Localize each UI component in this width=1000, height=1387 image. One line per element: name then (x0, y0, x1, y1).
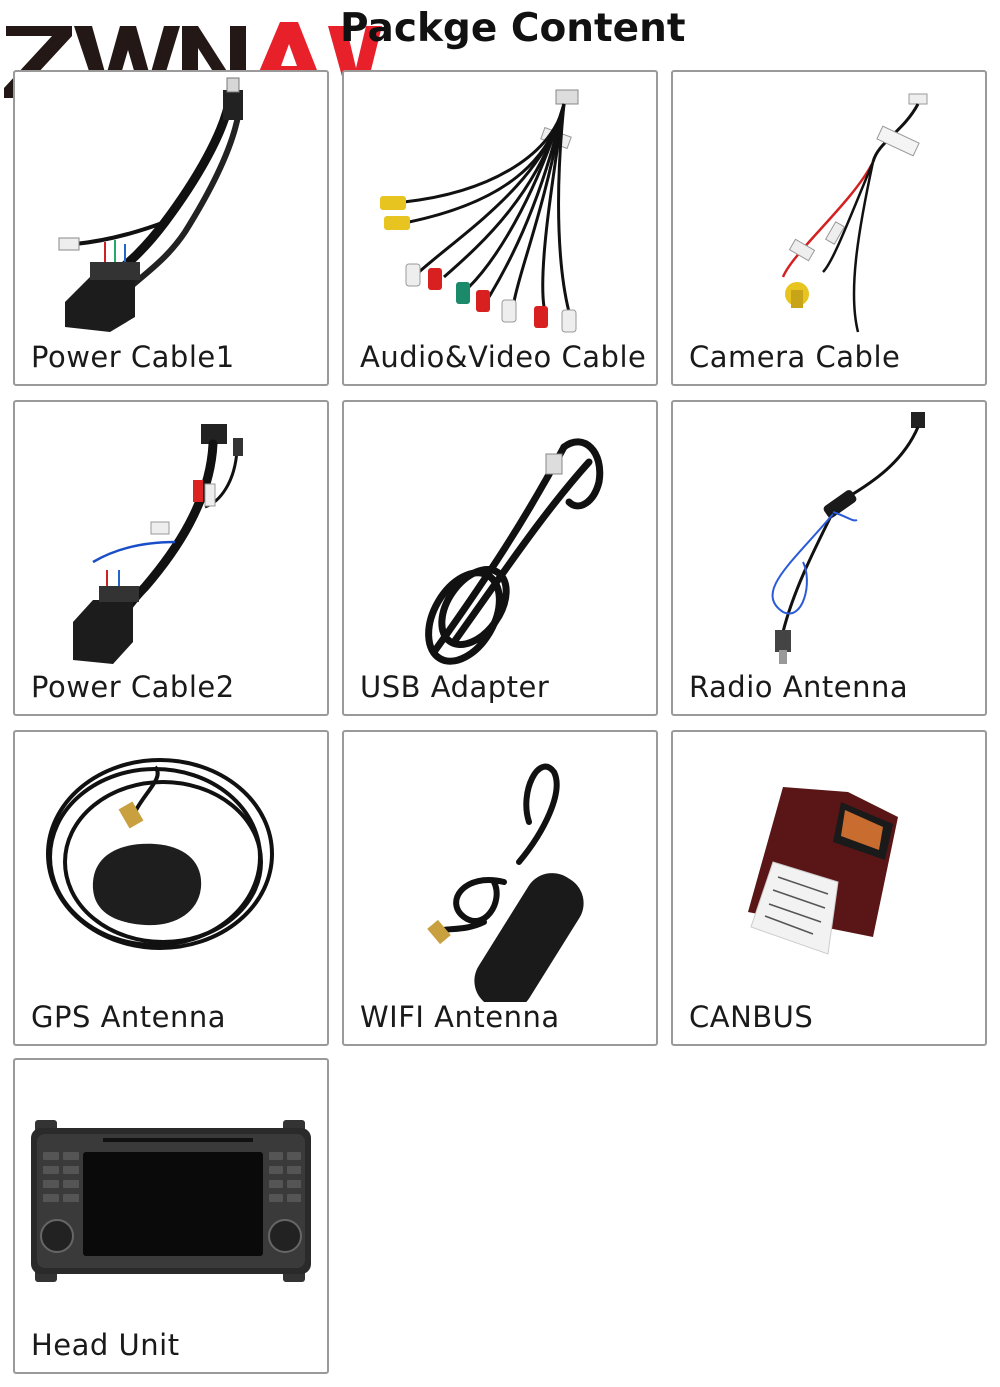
canbus-decoder-icon (673, 732, 985, 1002)
item-label: WIFI Antenna (360, 1000, 560, 1034)
package-item-power-cable2: Power Cable2 (13, 400, 329, 716)
av-cable-icon (344, 72, 656, 342)
item-label: GPS Antenna (31, 1000, 227, 1034)
package-item-power-cable1: Power Cable1 (13, 70, 329, 386)
package-item-canbus: CANBUS (671, 730, 987, 1046)
package-item-gps-antenna: GPS Antenna (13, 730, 329, 1046)
camera-cable-icon (673, 72, 985, 342)
item-label: Audio&Video Cable (360, 340, 647, 374)
package-item-av-cable: Audio&Video Cable (342, 70, 658, 386)
package-item-radio-antenna: Radio Antenna (671, 400, 987, 716)
item-label: USB Adapter (360, 670, 550, 704)
usb-cable-icon (344, 402, 656, 672)
item-label: Power Cable1 (31, 340, 235, 374)
package-item-wifi-antenna: WIFI Antenna (342, 730, 658, 1046)
item-label: Radio Antenna (689, 670, 909, 704)
power-cable-icon (15, 72, 327, 342)
gps-antenna-icon (15, 732, 327, 1002)
wifi-antenna-icon (344, 732, 656, 1002)
item-label: CANBUS (689, 1000, 814, 1034)
package-item-usb-adapter: USB Adapter (342, 400, 658, 716)
page-title: Packge Content (340, 6, 686, 51)
package-item-head-unit: Head Unit (13, 1058, 329, 1374)
package-item-camera-cable: Camera Cable (671, 70, 987, 386)
item-label: Camera Cable (689, 340, 901, 374)
item-label: Power Cable2 (31, 670, 235, 704)
radio-antenna-icon (673, 402, 985, 672)
head-unit-icon (15, 1060, 327, 1330)
item-label: Head Unit (31, 1328, 180, 1362)
power-cable-icon (15, 402, 327, 672)
